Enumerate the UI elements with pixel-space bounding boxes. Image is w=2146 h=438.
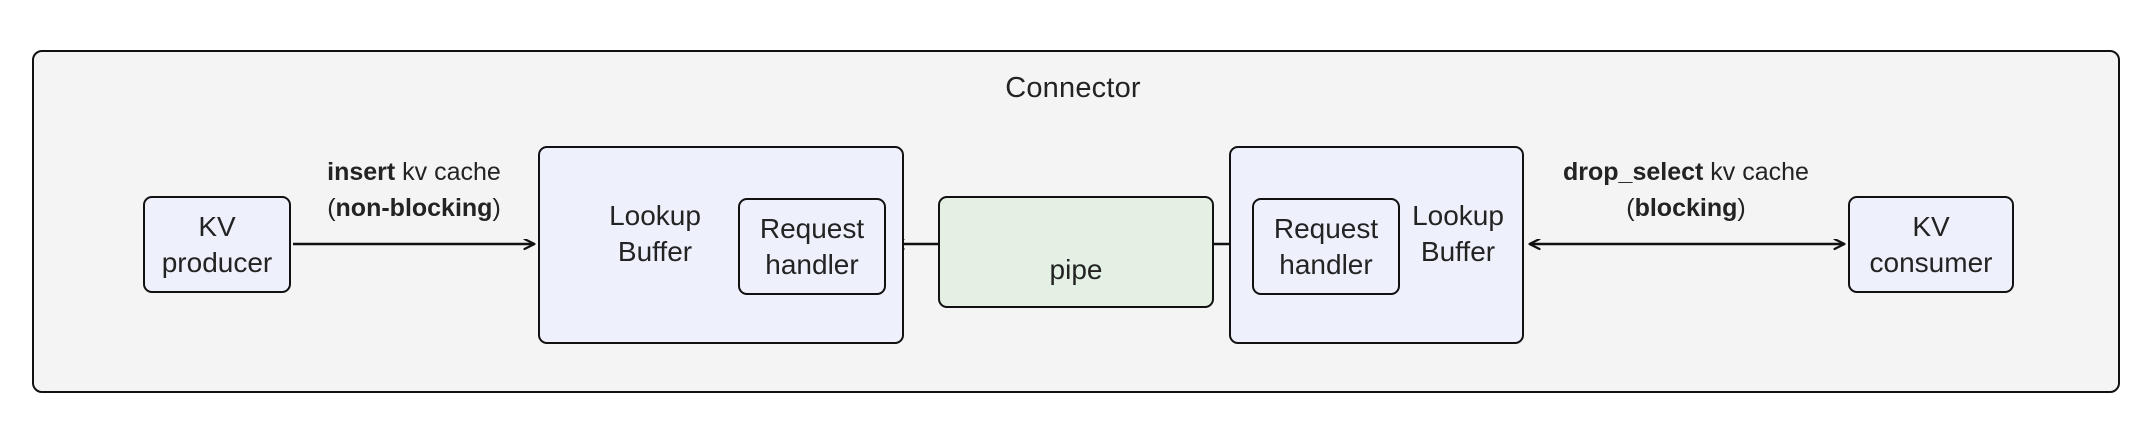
edge-label-drop-select-line1: drop_select kv cache	[1524, 155, 1848, 191]
kv-consumer-line2: consumer	[1869, 246, 1993, 278]
request-handler-left-line2: handler	[765, 248, 859, 280]
edge-label-insert-mode: non-blocking	[335, 193, 493, 222]
edge-label-drop-select: drop_select kv cache (blocking)	[1524, 155, 1848, 226]
edge-label-drop-select-rest: kv cache	[1703, 158, 1809, 186]
edge-label-insert-line2: (non-blocking)	[292, 191, 536, 227]
kv-producer-line1: KV	[198, 210, 236, 242]
lookup-buffer-right-label: Lookup Buffer	[1403, 198, 1513, 271]
edge-label-insert-bold: insert	[327, 158, 396, 186]
request-handler-left-line1: Request	[759, 212, 865, 244]
request-handler-right-line2: handler	[1279, 248, 1373, 280]
edge-label-drop-select-line2: (blocking)	[1524, 191, 1848, 227]
node-lookup-buffer-left[interactable]: Lookup Buffer Request handler	[538, 146, 904, 344]
edge-label-drop-select-mode: blocking	[1634, 193, 1738, 222]
lookup-buffer-left-label: Lookup Buffer	[570, 198, 740, 271]
edge-label-insert-close: )	[492, 193, 501, 222]
lookup-buffer-right-line1: Lookup	[1412, 200, 1504, 231]
edge-label-insert-open: (	[327, 193, 336, 222]
node-kv-producer[interactable]: KV producer	[143, 196, 291, 293]
node-request-handler-left[interactable]: Request handler	[738, 198, 886, 295]
edge-label-insert-line1: insert kv cache	[292, 155, 536, 191]
edge-label-drop-select-close: )	[1737, 193, 1746, 222]
edge-label-insert: insert kv cache (non-blocking)	[292, 155, 536, 226]
request-handler-right-line1: Request	[1273, 212, 1379, 244]
connector-title: Connector	[1005, 72, 1141, 104]
kv-producer-line2: producer	[161, 246, 273, 278]
pipe-label: pipe	[1049, 254, 1103, 286]
lookup-buffer-left-line2: Buffer	[617, 236, 693, 268]
lookup-buffer-right-line2: Buffer	[1420, 236, 1496, 268]
node-kv-consumer[interactable]: KV consumer	[1848, 196, 2014, 293]
edge-label-drop-select-open: (	[1626, 193, 1635, 222]
node-request-handler-right[interactable]: Request handler	[1252, 198, 1400, 295]
node-pipe[interactable]: pipe	[938, 196, 1214, 308]
edge-label-drop-select-bold: drop_select	[1563, 158, 1704, 186]
kv-consumer-line1: KV	[1912, 210, 1950, 242]
edge-label-insert-rest: kv cache	[395, 158, 501, 186]
node-lookup-buffer-right[interactable]: Request handler Lookup Buffer	[1229, 146, 1524, 344]
lookup-buffer-left-line1: Lookup	[609, 200, 701, 231]
